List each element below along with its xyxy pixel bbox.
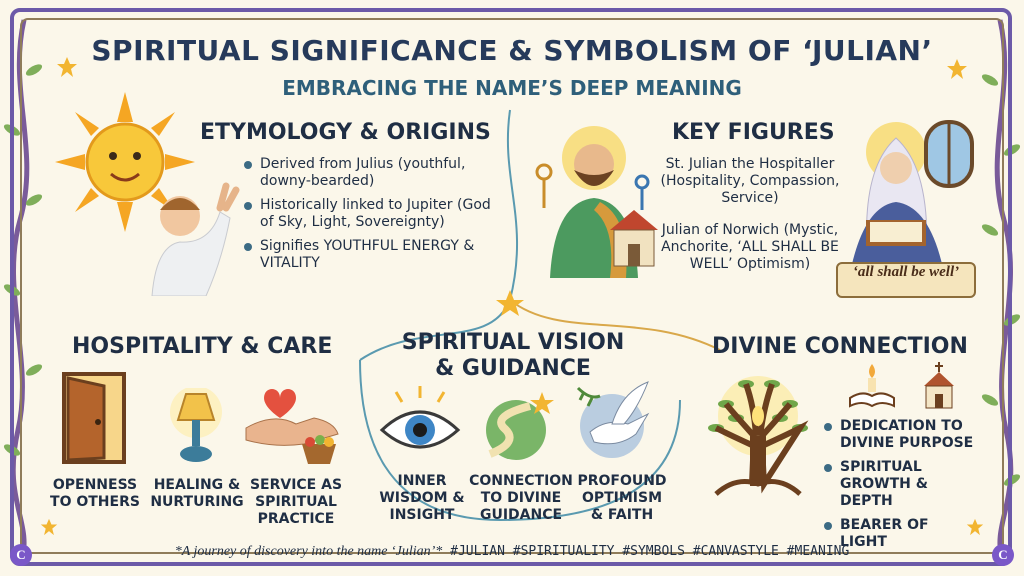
vision-title-line2: & GUIDANCE (435, 356, 591, 381)
quote-scroll: ‘all shall be well’ (836, 262, 976, 298)
canva-badge-left: C (10, 544, 32, 566)
page-title: SPIRITUAL SIGNIFICANCE & SYMBOLISM OF ‘J… (91, 34, 933, 67)
hospitality-item: HEALING & NURTURING (150, 477, 244, 510)
etymology-list: Derived from Julius (youthful, downy-bea… (244, 156, 508, 279)
vision-title-line1: SPIRITUAL VISION (401, 330, 625, 355)
hospitality-title: HOSPITALITY & CARE (72, 334, 333, 359)
divine-title: DIVINE CONNECTION (712, 334, 968, 359)
page-subtitle: EMBRACING THE NAME’S DEEP MEANING (282, 76, 742, 100)
etymology-item: Derived from Julius (youthful, downy-bea… (244, 156, 508, 190)
footer: *A journey of discovery into the name ‘J… (160, 544, 864, 560)
dove-icon (576, 381, 650, 458)
key-figures-title: KEY FIGURES (672, 120, 835, 145)
lamp-icon (170, 388, 222, 462)
vision-item: CONNECTION TO DIVINE GUIDANCE (469, 473, 573, 523)
st-julian-figure-icon (535, 126, 658, 278)
vision-title: SPIRITUAL VISION & GUIDANCE (388, 330, 638, 382)
hospitality-item: OPENNESS TO OTHERS (50, 477, 140, 510)
open-door-icon (62, 372, 126, 464)
etymology-item: Signifies YOUTHFUL ENERGY & VITALITY (244, 238, 508, 272)
inner-frame (20, 18, 1004, 554)
open-book-candle-icon (849, 364, 895, 408)
divine-item: SPIRITUAL GROWTH & DEPTH (824, 459, 980, 510)
divine-item: DEDICATION TO DIVINE PURPOSE (824, 418, 980, 452)
star-icon (40, 518, 58, 536)
star-icon (966, 518, 984, 536)
vision-item: INNER WISDOM & INSIGHT (379, 473, 465, 523)
eye-icon (379, 386, 461, 449)
connector-swirls (359, 109, 721, 522)
key-figure-norwich: Julian of Norwich (Mystic, Anchorite, ‘A… (661, 222, 839, 272)
canva-badge-right: C (992, 544, 1014, 566)
julian-of-norwich-figure-icon (852, 120, 974, 264)
winding-path-star-icon (486, 392, 554, 460)
etymology-item: Historically linked to Jupiter (God of S… (244, 197, 508, 231)
chapel-icon (924, 362, 954, 409)
sun-icon (55, 92, 195, 232)
hospitality-item: SERVICE AS SPIRITUAL PRACTICE (249, 477, 343, 527)
key-figure-hospitaller: St. Julian the Hospitaller (Hospitality,… (660, 156, 840, 206)
helping-hands-heart-icon (245, 389, 339, 464)
youth-figure-icon (151, 182, 240, 296)
vision-item: PROFOUND OPTIMISM & FAITH (577, 473, 667, 523)
divine-list: DEDICATION TO DIVINE PURPOSE SPIRITUAL G… (824, 418, 980, 558)
star-icon (947, 59, 967, 79)
star-icon (57, 57, 77, 77)
tree-of-life-icon (708, 376, 809, 496)
outer-frame (10, 8, 1012, 566)
footer-hashtags: #JULIAN #SPIRITUALITY #SYMBOLS #CANVASTY… (450, 544, 850, 559)
footer-tagline: *A journey of discovery into the name ‘J… (174, 544, 443, 559)
etymology-title: ETYMOLOGY & ORIGINS (200, 120, 491, 145)
divine-item: BEARER OF LIGHT (824, 517, 980, 551)
